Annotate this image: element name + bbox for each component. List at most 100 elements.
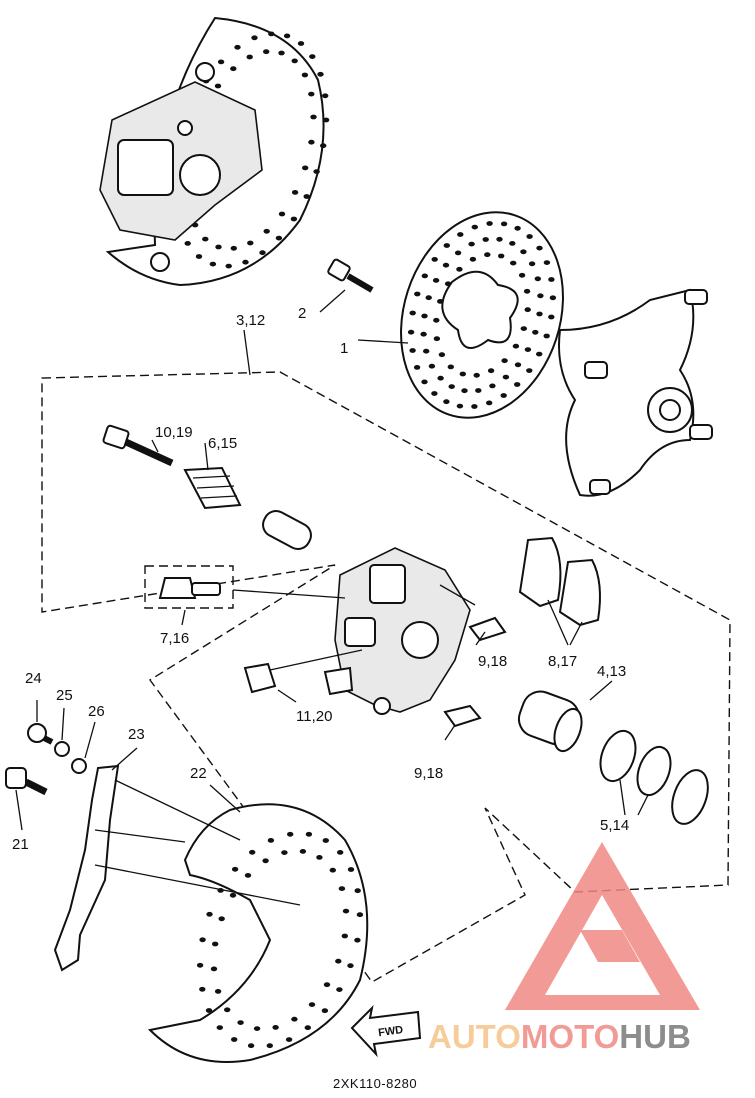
disc-hole — [413, 365, 421, 370]
disc-hole — [229, 892, 237, 898]
disc-hole — [459, 371, 466, 377]
disc-hole — [421, 273, 428, 279]
disc-hole — [342, 908, 350, 914]
disc-hole — [536, 351, 543, 357]
disc-hole — [482, 237, 489, 242]
disc-hole — [247, 240, 254, 246]
disc-hole — [335, 958, 342, 964]
disc-hole — [209, 261, 217, 267]
sleeve — [262, 510, 312, 550]
disc-hole — [231, 1037, 238, 1042]
label-3-12: 3,12 — [236, 312, 265, 329]
disc-hole — [356, 912, 364, 918]
disc-hole — [543, 260, 551, 265]
label-9-18-lower: 9,18 — [414, 765, 443, 782]
disc-hole — [526, 234, 533, 239]
disc-hole — [543, 333, 550, 339]
label-24: 24 — [25, 670, 42, 687]
disc-hole — [509, 241, 516, 246]
disc-hole — [215, 244, 222, 250]
disc-hole — [468, 241, 475, 247]
disc-hole — [217, 59, 225, 65]
disc-hole — [230, 245, 237, 251]
disc-hole — [302, 165, 309, 171]
disc-hole — [520, 249, 527, 255]
disc-hole — [336, 987, 343, 992]
disc-holes — [407, 221, 557, 409]
disc-hole — [423, 348, 430, 354]
disc-hole — [437, 375, 444, 381]
disc-hole — [287, 831, 294, 837]
disc-hole — [354, 937, 361, 943]
disc-hole — [316, 855, 323, 860]
part-26-washer — [71, 758, 87, 774]
part-21-bolt — [5, 767, 48, 796]
disc-hole — [262, 858, 269, 864]
leader-lines — [15, 289, 649, 906]
disc-hole — [278, 211, 286, 217]
disc-hole — [308, 139, 315, 145]
disc-hole — [454, 250, 462, 256]
disc-hole — [246, 54, 253, 60]
disc-hole — [322, 93, 329, 99]
disc-hole — [196, 962, 204, 968]
part-labels: 1 2 3,12 10,19 6,15 7,16 9,18 8,17 4,13 … — [12, 305, 629, 853]
disc-hole — [524, 307, 531, 313]
disc-hole — [526, 368, 533, 373]
part-1-brake-disc — [400, 211, 564, 419]
disc-hole — [496, 236, 503, 242]
disc-hole — [432, 278, 440, 283]
disc-hole — [308, 1002, 316, 1007]
disc-hole — [272, 1025, 279, 1030]
disc-hole — [224, 1007, 231, 1013]
disc-hole — [433, 336, 441, 342]
disc-hole — [237, 1020, 244, 1025]
label-5-14: 5,14 — [600, 817, 629, 834]
disc-hole — [341, 933, 348, 939]
disc-hole — [443, 399, 450, 405]
disc-hole — [524, 347, 532, 352]
disc-hole — [471, 404, 478, 409]
part-10-19-bolt — [102, 424, 174, 467]
disc-hole — [216, 1025, 223, 1030]
drawing-code: 2XK110-8280 — [333, 1076, 417, 1091]
disc-hole — [291, 58, 298, 64]
disc-hole — [199, 986, 206, 992]
part-25-washer — [54, 741, 70, 757]
disc-hole — [437, 299, 444, 304]
label-6-15: 6,15 — [208, 435, 237, 452]
disc-hole — [303, 194, 310, 199]
disc-hole — [537, 293, 544, 299]
part-9-18-clip-lower — [443, 704, 482, 728]
disc-hole — [313, 169, 320, 175]
disc-hole — [290, 216, 298, 222]
disc-hole — [428, 363, 436, 369]
part-2-bolt — [327, 258, 374, 293]
disc-hole — [283, 33, 291, 39]
disc-hole — [500, 221, 508, 227]
watermark-text-hub: HUB — [619, 1018, 691, 1055]
label-25: 25 — [56, 687, 73, 704]
label-9-18-upper: 9,18 — [478, 653, 507, 670]
disc-hole — [447, 364, 454, 370]
disc-hole — [338, 886, 346, 891]
disc-hole — [433, 317, 440, 323]
disc-hole — [498, 253, 505, 259]
disc-hole — [184, 241, 191, 246]
label-1: 1 — [340, 340, 348, 357]
disc-hole — [532, 329, 539, 335]
disc-hole — [486, 400, 493, 406]
label-2: 2 — [298, 305, 306, 322]
disc-hole — [501, 358, 508, 364]
disc-hole — [502, 374, 510, 380]
disc-hole — [536, 245, 543, 251]
caliper-body — [323, 547, 471, 715]
disc-hole — [212, 941, 219, 947]
disc-hole — [469, 256, 477, 262]
disc-hole — [486, 221, 493, 226]
caliper-group-outline — [41, 371, 731, 983]
label-26: 26 — [88, 703, 105, 720]
disc-hole — [329, 867, 336, 873]
disc-hole — [275, 235, 283, 241]
disc-hole — [301, 72, 309, 78]
